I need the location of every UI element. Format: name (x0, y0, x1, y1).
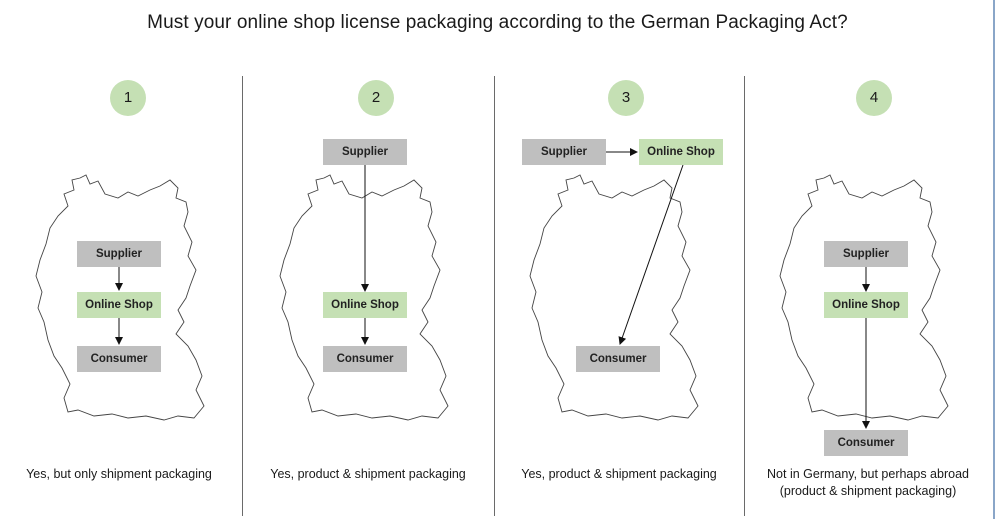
caption-1: Yes, but only shipment packaging (26, 467, 212, 481)
online-shop-box-4: Online Shop (824, 292, 908, 318)
caption-3: Yes, product & shipment packaging (521, 467, 717, 481)
caption-4-line-2: (product & shipment packaging) (779, 484, 957, 498)
step-number-4: 4 (856, 80, 892, 116)
online-shop-box-1: Online Shop (77, 292, 161, 318)
germany-map-2 (279, 174, 449, 421)
step-number-3: 3 (608, 80, 644, 116)
panel-2: 2 Supplier Online Shop Consumer Yes, pro… (0, 0, 466, 519)
consumer-box-1: Consumer (77, 346, 161, 372)
supplier-box-4: Supplier (824, 241, 908, 267)
caption-2: Yes, product & shipment packaging (270, 467, 466, 481)
supplier-box-1: Supplier (77, 241, 161, 267)
step-number-1: 1 (110, 80, 146, 116)
step-number-2: 2 (358, 80, 394, 116)
online-shop-box-2: Online Shop (323, 292, 407, 318)
germany-map-1 (35, 174, 205, 421)
page-title: Must your online shop license packaging … (147, 12, 848, 33)
panel-3: 3 Supplier Online Shop Consumer Yes, pro… (0, 0, 723, 519)
divider-1 (242, 76, 243, 516)
divider-2 (494, 76, 495, 516)
caption-4-line-1: Not in Germany, but perhaps abroad (767, 467, 969, 481)
consumer-box-2: Consumer (323, 346, 407, 372)
consumer-box-4: Consumer (824, 430, 908, 456)
supplier-box-2: Supplier (323, 139, 407, 165)
supplier-box-3: Supplier (522, 139, 606, 165)
online-shop-box-3: Online Shop (639, 139, 723, 165)
panel-1: 1 Supplier Online Shop Consumer Yes, but… (0, 0, 250, 519)
germany-map-3 (529, 174, 699, 421)
germany-map-4 (779, 174, 949, 421)
consumer-box-3: Consumer (576, 346, 660, 372)
window-edge (993, 0, 995, 519)
panel-4: 4 Supplier Online Shop Consumer Not in G… (0, 0, 969, 519)
divider-3 (744, 76, 745, 516)
caption-4: Not in Germany, but perhaps abroad (prod… (743, 466, 993, 500)
